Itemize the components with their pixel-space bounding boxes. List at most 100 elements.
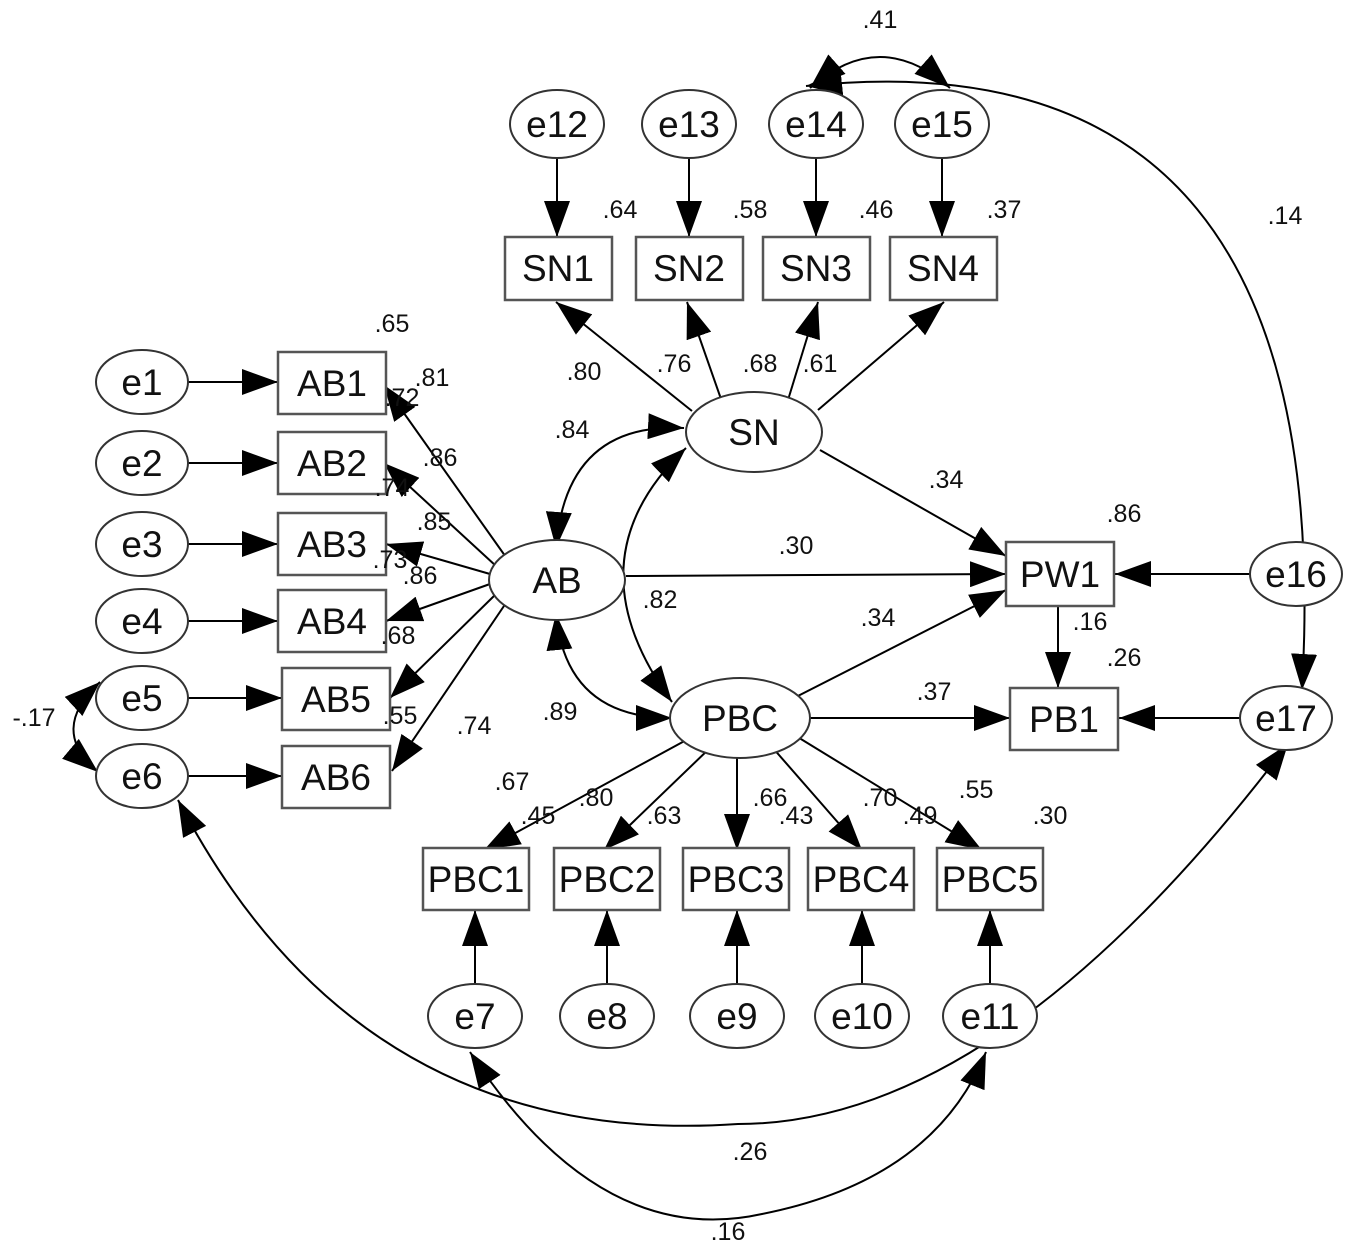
indicator-ab6: AB6 (280, 744, 392, 810)
indicator-ab1-label: AB1 (297, 363, 367, 404)
indicator-pb1: PB1 (1008, 686, 1120, 752)
indicator-pw1-label: PW1 (1020, 554, 1100, 595)
error-e11: e11 (942, 983, 1038, 1049)
indicator-pbc3-label: PBC3 (688, 859, 785, 900)
error-e3: e3 (95, 511, 189, 577)
indicator-sn2-label: SN2 (653, 248, 725, 289)
coef-cov-e14-e17: .14 (1268, 202, 1303, 230)
indicator-sn2: SN2 (634, 235, 745, 302)
error-e6-label: e6 (121, 756, 162, 797)
edge-ab-ab4 (385, 583, 491, 622)
cov-e14-e17 (805, 69, 1318, 691)
coefficient-labels: .41 .14 .64 .58 .46 .37 .80 .76 .68 .61 … (12, 6, 1302, 1246)
coef-pbc-pb1: .37 (917, 678, 952, 706)
error-e10-label: e10 (831, 996, 893, 1037)
indicator-ab1: AB1 (276, 350, 388, 416)
indicator-sn3-label: SN3 (780, 248, 852, 289)
indicator-sn1: SN1 (503, 235, 614, 302)
coef-r2-ab5: .68 (381, 622, 416, 650)
coef-sn-sn1: .80 (567, 358, 602, 386)
coef-r2-ab3: .74 (375, 474, 410, 502)
indicator-pbc3: PBC3 (681, 846, 791, 912)
indicator-sn3: SN3 (761, 235, 872, 302)
indicator-pb1-label: PB1 (1029, 699, 1099, 740)
error-e8: e8 (559, 983, 655, 1049)
coef-sn-sn4: .61 (803, 350, 838, 378)
coef-cov-e14-e15: .41 (863, 6, 898, 34)
coef-r2-sn3: .46 (859, 196, 894, 224)
indicator-sn4-label: SN4 (907, 248, 979, 289)
edge-ab-ab1 (383, 384, 509, 561)
indicator-ab3: AB3 (276, 511, 388, 577)
edge-ab-ab5 (389, 593, 497, 699)
cov-e7-e11 (469, 1051, 987, 1221)
error-e12: e12 (509, 89, 605, 159)
error-terms: e1 e2 e3 e4 e5 e6 e12 e13 e14 e15 e16 e1… (95, 89, 1343, 1049)
error-e10: e10 (814, 983, 910, 1049)
edges (62, 54, 1318, 1221)
error-e17-label: e17 (1255, 698, 1317, 739)
coef-pbc-pbc4: .70 (863, 784, 898, 812)
coef-pbc-pbc2: .80 (579, 784, 614, 812)
latent-pbc: PBC (669, 677, 811, 759)
indicator-pbc5-label: PBC5 (942, 859, 1039, 900)
coef-pbc-pbc5: .55 (959, 776, 994, 804)
indicator-ab4-label: AB4 (297, 601, 367, 642)
error-e6: e6 (95, 743, 189, 809)
error-e1-label: e1 (121, 362, 162, 403)
indicator-sn4: SN4 (888, 235, 999, 302)
coef-cov-ab-sn: .84 (555, 416, 590, 444)
indicator-ab5-label: AB5 (301, 679, 371, 720)
coef-r2-ab6: .55 (383, 702, 418, 730)
coef-r2-pb1: .26 (1107, 644, 1142, 672)
edge-ab-ab6 (391, 602, 507, 772)
edge-sn-sn2 (686, 301, 722, 400)
coef-pbc-pbc1: .67 (495, 768, 530, 796)
error-e11-label: e11 (961, 996, 1020, 1037)
error-e5: e5 (95, 665, 189, 731)
edge-ab-ab3 (385, 541, 491, 575)
error-e4-label: e4 (121, 601, 162, 642)
indicator-pbc2-label: PBC2 (559, 859, 656, 900)
indicator-ab2: AB2 (276, 430, 388, 496)
latent-ab-label: AB (532, 560, 581, 601)
edge-sn-pw1 (819, 449, 1007, 557)
error-e7-label: e7 (454, 996, 495, 1037)
error-e13-label: e13 (658, 104, 720, 145)
error-e15-label: e15 (911, 104, 973, 145)
error-e13: e13 (641, 89, 737, 159)
indicator-pbc5: PBC5 (935, 846, 1045, 912)
edge-ab-pw1 (625, 561, 1007, 588)
latent-factors: AB SN PBC (488, 391, 823, 759)
error-e16: e16 (1249, 541, 1343, 607)
latent-sn-label: SN (728, 412, 779, 453)
coef-r2-sn4: .37 (987, 196, 1022, 224)
indicator-ab3-label: AB3 (297, 524, 367, 565)
latent-sn: SN (685, 391, 823, 473)
coef-r2-sn2: .58 (733, 196, 768, 224)
indicator-ab4: AB4 (276, 588, 388, 654)
coef-r2-pbc3: .43 (779, 802, 814, 830)
error-e3-label: e3 (121, 524, 162, 565)
latent-pbc-label: PBC (702, 698, 778, 739)
coef-r2-sn1: .64 (603, 196, 638, 224)
error-e9: e9 (689, 983, 785, 1049)
coef-ab-ab5: .74 (457, 712, 492, 740)
coef-cov-e6-e17: .26 (733, 1138, 768, 1166)
coef-ab-ab2: .86 (423, 444, 458, 472)
cov-ab-pbc (546, 613, 673, 731)
coef-cov-ab-pbc: .89 (543, 698, 578, 726)
coef-r2-pbc5: .30 (1033, 802, 1068, 830)
coef-r2-pw1: .86 (1107, 500, 1142, 528)
latent-ab: AB (488, 539, 626, 621)
coef-pw1-pb1: .16 (1073, 608, 1108, 636)
error-e5-label: e5 (121, 678, 162, 719)
coef-cov-e5-e6: -.17 (12, 704, 55, 732)
indicator-pbc4: PBC4 (806, 846, 916, 912)
indicator-ab2-label: AB2 (297, 443, 367, 484)
edge-pbc-pw1 (789, 589, 1007, 701)
edge-pbc-pbc2 (603, 745, 713, 851)
indicator-ab5: AB5 (280, 666, 392, 732)
coef-ab-pw1: .30 (779, 532, 814, 560)
